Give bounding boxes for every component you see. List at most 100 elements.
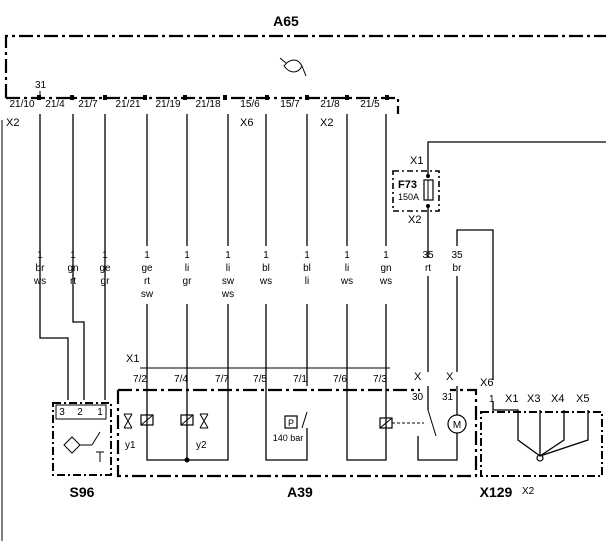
wire-label-color2: ws	[379, 276, 392, 287]
s96-housing	[52, 402, 112, 476]
wire-label-color1: bl	[303, 263, 311, 274]
pressure-switch: P 140 bar	[273, 411, 308, 443]
switch-s96: 3 2 1 S96	[39, 114, 112, 500]
x129-bottom-terminal: X2	[522, 486, 535, 497]
a39-pin-label: 7/5	[253, 374, 267, 385]
a39-border	[116, 388, 478, 478]
power-wire-1-color: rt	[425, 263, 431, 274]
wire-label-color2: gr	[183, 276, 193, 287]
ground-pin-label: 31	[35, 80, 47, 91]
pressure-value: 140 bar	[273, 433, 304, 443]
top-pin-label: 21/7	[78, 99, 98, 110]
power-wire-2-upper	[456, 229, 494, 380]
pressure-symbol: P	[288, 418, 294, 428]
wire-label-color1: li	[185, 263, 189, 274]
pump-motor: M	[447, 414, 467, 434]
module-a65-label: A65	[273, 13, 299, 29]
connector-label-x6: X6	[240, 117, 253, 129]
wire-label-gauge: 1	[383, 250, 389, 261]
wire-label-color1: ge	[141, 263, 153, 274]
valve-y1-label: y1	[125, 440, 136, 451]
top-pin-marker	[305, 95, 309, 100]
module-a65-symbol-icon	[279, 57, 307, 77]
x129-terminal-x1: X1	[505, 393, 518, 405]
x129-terminal-x3: X3	[527, 393, 540, 405]
wire-label-color1: gn	[380, 263, 391, 274]
s96-pin-1: 1	[97, 407, 103, 418]
valve-y2: y2	[180, 413, 209, 451]
a39-terminal-30: 30	[412, 392, 424, 403]
top-pin-label: 15/7	[280, 99, 300, 110]
a39-connector-label: X1	[126, 353, 139, 365]
wire-label-color1: bl	[262, 263, 270, 274]
s96-connector	[55, 404, 107, 420]
connector-label-x2-left: X2	[6, 117, 19, 129]
a39-pin-label: 7/2	[133, 374, 147, 385]
power-wire-2-color: br	[453, 263, 463, 274]
a39-internal-relay-loop	[346, 386, 387, 461]
valve-y1-symbol-icon	[123, 413, 133, 429]
x129-connector-label: X6	[480, 377, 493, 389]
s96-pin-3: 3	[59, 407, 65, 418]
wire-label-color2: sw	[222, 276, 235, 287]
wire-label-color1: li	[345, 263, 349, 274]
top-pin-marker	[223, 95, 227, 100]
s96-pin-2: 2	[77, 407, 83, 418]
top-pin-marker	[183, 95, 187, 100]
power-wire-2-gauge: 35	[451, 250, 463, 261]
valve-y2-symbol-icon	[199, 413, 209, 429]
s96-label: S96	[70, 484, 95, 500]
wire-label-gauge: 1	[144, 250, 150, 261]
wire-label-color2: li	[305, 276, 309, 287]
connector-x129: X6 1 X1 X3 X4 X5 X129 X2	[480, 377, 603, 500]
a39-pin-x-right: X	[446, 371, 454, 383]
top-pin-marker	[345, 95, 349, 100]
top-pin-marker	[265, 95, 269, 100]
signal-wires	[146, 114, 387, 372]
wire-label-color3: sw	[141, 289, 154, 300]
a39-label: A39	[287, 484, 313, 500]
top-pin-marker	[103, 95, 107, 100]
wire-label-color2: ws	[259, 276, 272, 287]
a39-terminal-31: 31	[442, 392, 454, 403]
top-pin-label: 15/6	[240, 99, 260, 110]
a39-pin-label: 7/4	[174, 374, 188, 385]
x129-bus-right	[539, 410, 589, 457]
x129-pin1: 1	[489, 394, 495, 405]
a39-pin-label: 7/3	[373, 374, 387, 385]
top-pin-label: 21/5	[360, 99, 380, 110]
fuse-f73: X1 F73 150A X2	[392, 141, 606, 246]
x129-ground-point-icon	[536, 454, 544, 462]
x129-label: X129	[480, 484, 513, 500]
power-wires: 35 rt 35 br	[422, 229, 494, 380]
valve-y2-label: y2	[196, 440, 207, 451]
top-pin-label: 21/8	[320, 99, 340, 110]
fuse-rating: 150A	[398, 192, 419, 202]
power-wire-1-gauge: 35	[422, 250, 434, 261]
wire-label-color2: rt	[144, 276, 150, 287]
wire-label-color1: li	[226, 263, 230, 274]
wire-label-gauge: 1	[225, 250, 231, 261]
top-pin-marker	[37, 95, 41, 100]
x129-housing	[480, 411, 603, 477]
fuse-housing	[392, 170, 440, 212]
module-a65-bottom-border	[6, 96, 400, 114]
module-a65-top-border	[4, 34, 606, 98]
x129-bus-1	[492, 402, 565, 457]
pressure-switch-box	[284, 415, 298, 429]
a39-pin-x-left: X	[414, 371, 422, 383]
a39-internal-pressure-loop	[265, 386, 308, 461]
fuse-top-terminal: X1	[410, 155, 423, 167]
top-pin-marker	[70, 95, 74, 100]
fuse-name: F73	[398, 179, 417, 191]
wire-labels: 1brws1gnrt1gegr1gertsw1ligr1liswws1blws1…	[33, 250, 392, 300]
top-pin-label: 21/18	[195, 99, 220, 110]
fuse-bottom-terminal: X2	[408, 214, 421, 226]
relay-contact-icon	[427, 409, 437, 437]
s96-switch-icon	[63, 431, 104, 462]
